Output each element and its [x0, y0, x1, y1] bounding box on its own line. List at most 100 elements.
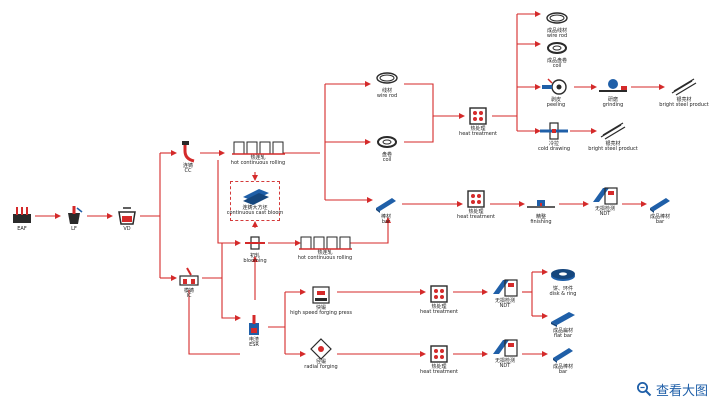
- node-label-cn: 成品盘卷: [546, 58, 568, 64]
- magnifier-icon: [637, 382, 652, 397]
- node-label-cn: 热处理: [470, 126, 486, 132]
- node-label-en: wire rod: [546, 33, 568, 40]
- node-label-cn: 模铸: [183, 288, 195, 294]
- heat-treatment-icon: [469, 107, 487, 125]
- cold-drawing-icon: [540, 122, 568, 140]
- node-label-en: wire rod: [376, 93, 398, 100]
- node-label-cn: 银亮材: [676, 97, 692, 103]
- vacuum-degassing-icon: [118, 207, 136, 225]
- node-label-lf: LF: [71, 226, 77, 232]
- node-label-en: EAF: [17, 226, 27, 232]
- node-label-en: heat treatment: [420, 309, 458, 316]
- node-label-cn: 径锻: [315, 359, 327, 365]
- node-label-en: heat treatment: [459, 131, 497, 138]
- node-label-cn: 无损检测: [494, 298, 516, 304]
- steel-bar-icon: [376, 198, 396, 213]
- node-label-en: hot continuous rolling: [230, 160, 286, 167]
- node-label-en: disk & ring: [549, 291, 577, 298]
- node-label-en: heat treatment: [457, 214, 495, 221]
- node-label-en: bar: [381, 219, 391, 226]
- node-label-cn: 快锻: [315, 305, 326, 311]
- heat-treatment-icon: [430, 345, 448, 363]
- node-label-en: continuous cast bloom: [226, 210, 284, 217]
- node-label-cn: 成品线材: [546, 28, 567, 34]
- node-label-cn: 热连轧: [317, 250, 333, 256]
- node-label-en: CC: [184, 168, 192, 175]
- bright-bar-bundle-icon: [671, 78, 697, 96]
- node-label-en: coil: [552, 63, 562, 70]
- node-label-cn: 无损检测: [594, 206, 616, 212]
- wire-rod-coil-icon: [376, 72, 398, 84]
- forging-press-icon: [312, 286, 330, 304]
- node-label-en: radial forging: [304, 364, 338, 371]
- steel-bar-icon: [553, 348, 573, 363]
- node-label-cn: 热连轧: [250, 155, 266, 161]
- node-label-cn: 成品棒材: [552, 364, 574, 370]
- node-label-cn: 初轧: [249, 253, 261, 259]
- blooming-mill-icon: [245, 236, 265, 250]
- highlight-box: [230, 181, 280, 221]
- heat-treatment-icon: [467, 190, 485, 208]
- node-label-cn: 热处理: [431, 364, 447, 370]
- node-label-en: grinding: [602, 102, 624, 109]
- finishing-line-icon: [527, 200, 555, 208]
- flow-arrow: [188, 290, 240, 355]
- node-label-cn: 冷拉: [548, 141, 560, 147]
- node-label-en: cold drawing: [537, 146, 571, 153]
- bloom-stack-icon: [243, 189, 269, 205]
- rolling-mill-icon: [299, 236, 352, 250]
- node-label-en: IC: [186, 293, 192, 300]
- node-label-en: VD: [123, 226, 131, 232]
- zoom-link-label: 查看大图: [656, 383, 709, 399]
- node-label-cn: 无损检测: [494, 358, 516, 364]
- node-label-en: LF: [71, 226, 77, 232]
- node-label-en: high speed forging press: [290, 310, 352, 317]
- flow-arrow: [350, 217, 391, 244]
- node-label-en: flat bar: [553, 333, 573, 340]
- node-label-en: NDT: [499, 303, 511, 310]
- node-label-cn: 银亮材: [605, 141, 621, 147]
- flat-bar-icon: [551, 312, 575, 327]
- node-label-cn: 饼、环件: [552, 286, 573, 292]
- node-label-cn: 热处理: [431, 304, 447, 310]
- zoom-link[interactable]: 查看大图: [636, 379, 708, 399]
- node-label-cn: 线材: [381, 88, 392, 94]
- node-label-en: NDT: [599, 211, 611, 218]
- node-label-cn: 精整: [535, 214, 546, 220]
- node-label-cn: 电渣: [248, 337, 260, 343]
- node-label-en: bar: [655, 219, 665, 226]
- wire-rod-coil-icon: [546, 12, 568, 24]
- node-label-cn: 连铸: [182, 163, 194, 169]
- node-label-en: blooming: [243, 258, 267, 265]
- radial-forging-icon: [310, 338, 332, 360]
- flow-arrow: [217, 160, 241, 246]
- node-label-cn: 热处理: [468, 209, 484, 215]
- node-label-en: bright steel product: [588, 146, 638, 153]
- node-label-cn: 盘卷: [381, 152, 393, 158]
- ingot-casting-icon: [179, 267, 199, 286]
